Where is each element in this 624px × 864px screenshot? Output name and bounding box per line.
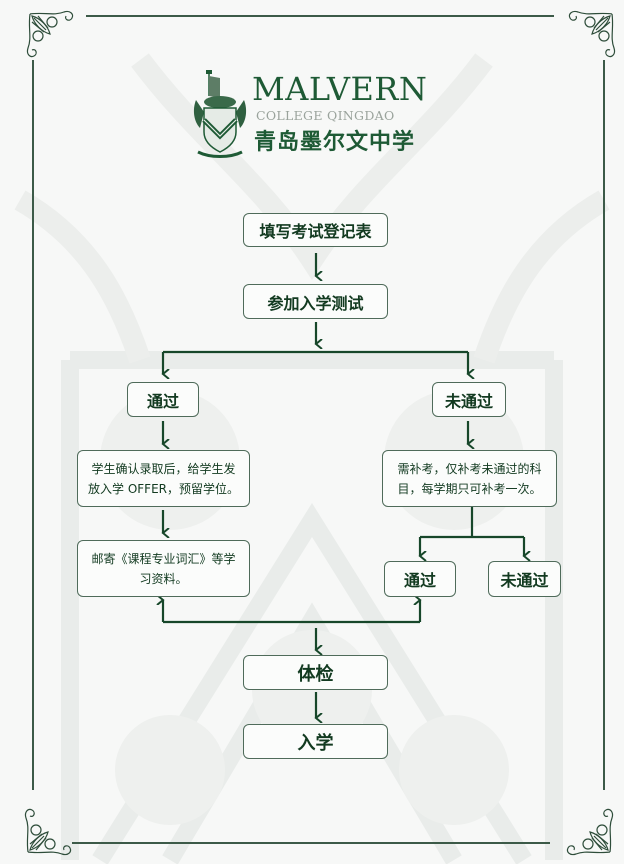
school-logo: MALVERN COLLEGE QINGDAO 青岛墨尔文中学 (190, 66, 430, 161)
frame-left-line (32, 60, 34, 790)
brand-name-chinese: 青岛墨尔文中学 (254, 129, 416, 155)
step-label: 通过 (146, 391, 179, 411)
step-label: 填写考试登记表 (259, 222, 372, 241)
step-physical-exam: 体检 (243, 655, 388, 690)
step-label: 入学 (297, 732, 334, 754)
corner-ornament-bottom-right (566, 808, 614, 856)
step-label: 参加入学测试 (267, 293, 364, 313)
corner-ornament-top-left (26, 10, 74, 58)
frame-bottom-line (72, 842, 550, 844)
retake-exam-detail: 需补考，仅补考未通过的科 目，每学期只可补考一次。 (382, 450, 557, 507)
frame-right-line (603, 60, 605, 790)
step-enrollment: 入学 (243, 724, 388, 759)
pass-offer-detail: 学生确认录取后，给学生发 放入学 OFFER，预留学位。 (77, 450, 250, 507)
crest-icon (193, 70, 247, 158)
step-entrance-test: 参加入学测试 (243, 284, 388, 319)
result-fail: 未通过 (432, 382, 506, 417)
retake-split-line (420, 506, 524, 539)
detail-line: 学生确认录取后，给学生发 (91, 461, 236, 476)
retake-fail: 未通过 (488, 561, 561, 597)
brand-subtitle: COLLEGE QINGDAO (256, 108, 395, 123)
detail-line: 目，每学期只可补考一次。 (397, 481, 542, 496)
retake-pass: 通过 (384, 561, 456, 597)
corner-ornament-top-right (568, 10, 616, 58)
step-label: 体检 (297, 663, 334, 685)
frame-top-line (86, 15, 554, 17)
step-label: 通过 (403, 571, 436, 590)
detail-line: 邮寄《课程专业词汇》等学 (91, 551, 236, 566)
detail-line: 习资料。 (139, 571, 188, 586)
step-fill-registration-form: 填写考试登记表 (243, 213, 388, 247)
mail-materials-step: 邮寄《课程专业词汇》等学 习资料。 (77, 540, 250, 597)
step-label: 未通过 (444, 391, 493, 411)
corner-ornament-bottom-left (24, 808, 72, 856)
brand-name-english: MALVERN (252, 70, 428, 108)
result-pass: 通过 (127, 382, 199, 417)
detail-line: 需补考，仅补考未通过的科 (397, 461, 542, 476)
detail-line: 放入学 OFFER，预留学位。 (88, 481, 239, 496)
step-label: 未通过 (500, 571, 549, 590)
